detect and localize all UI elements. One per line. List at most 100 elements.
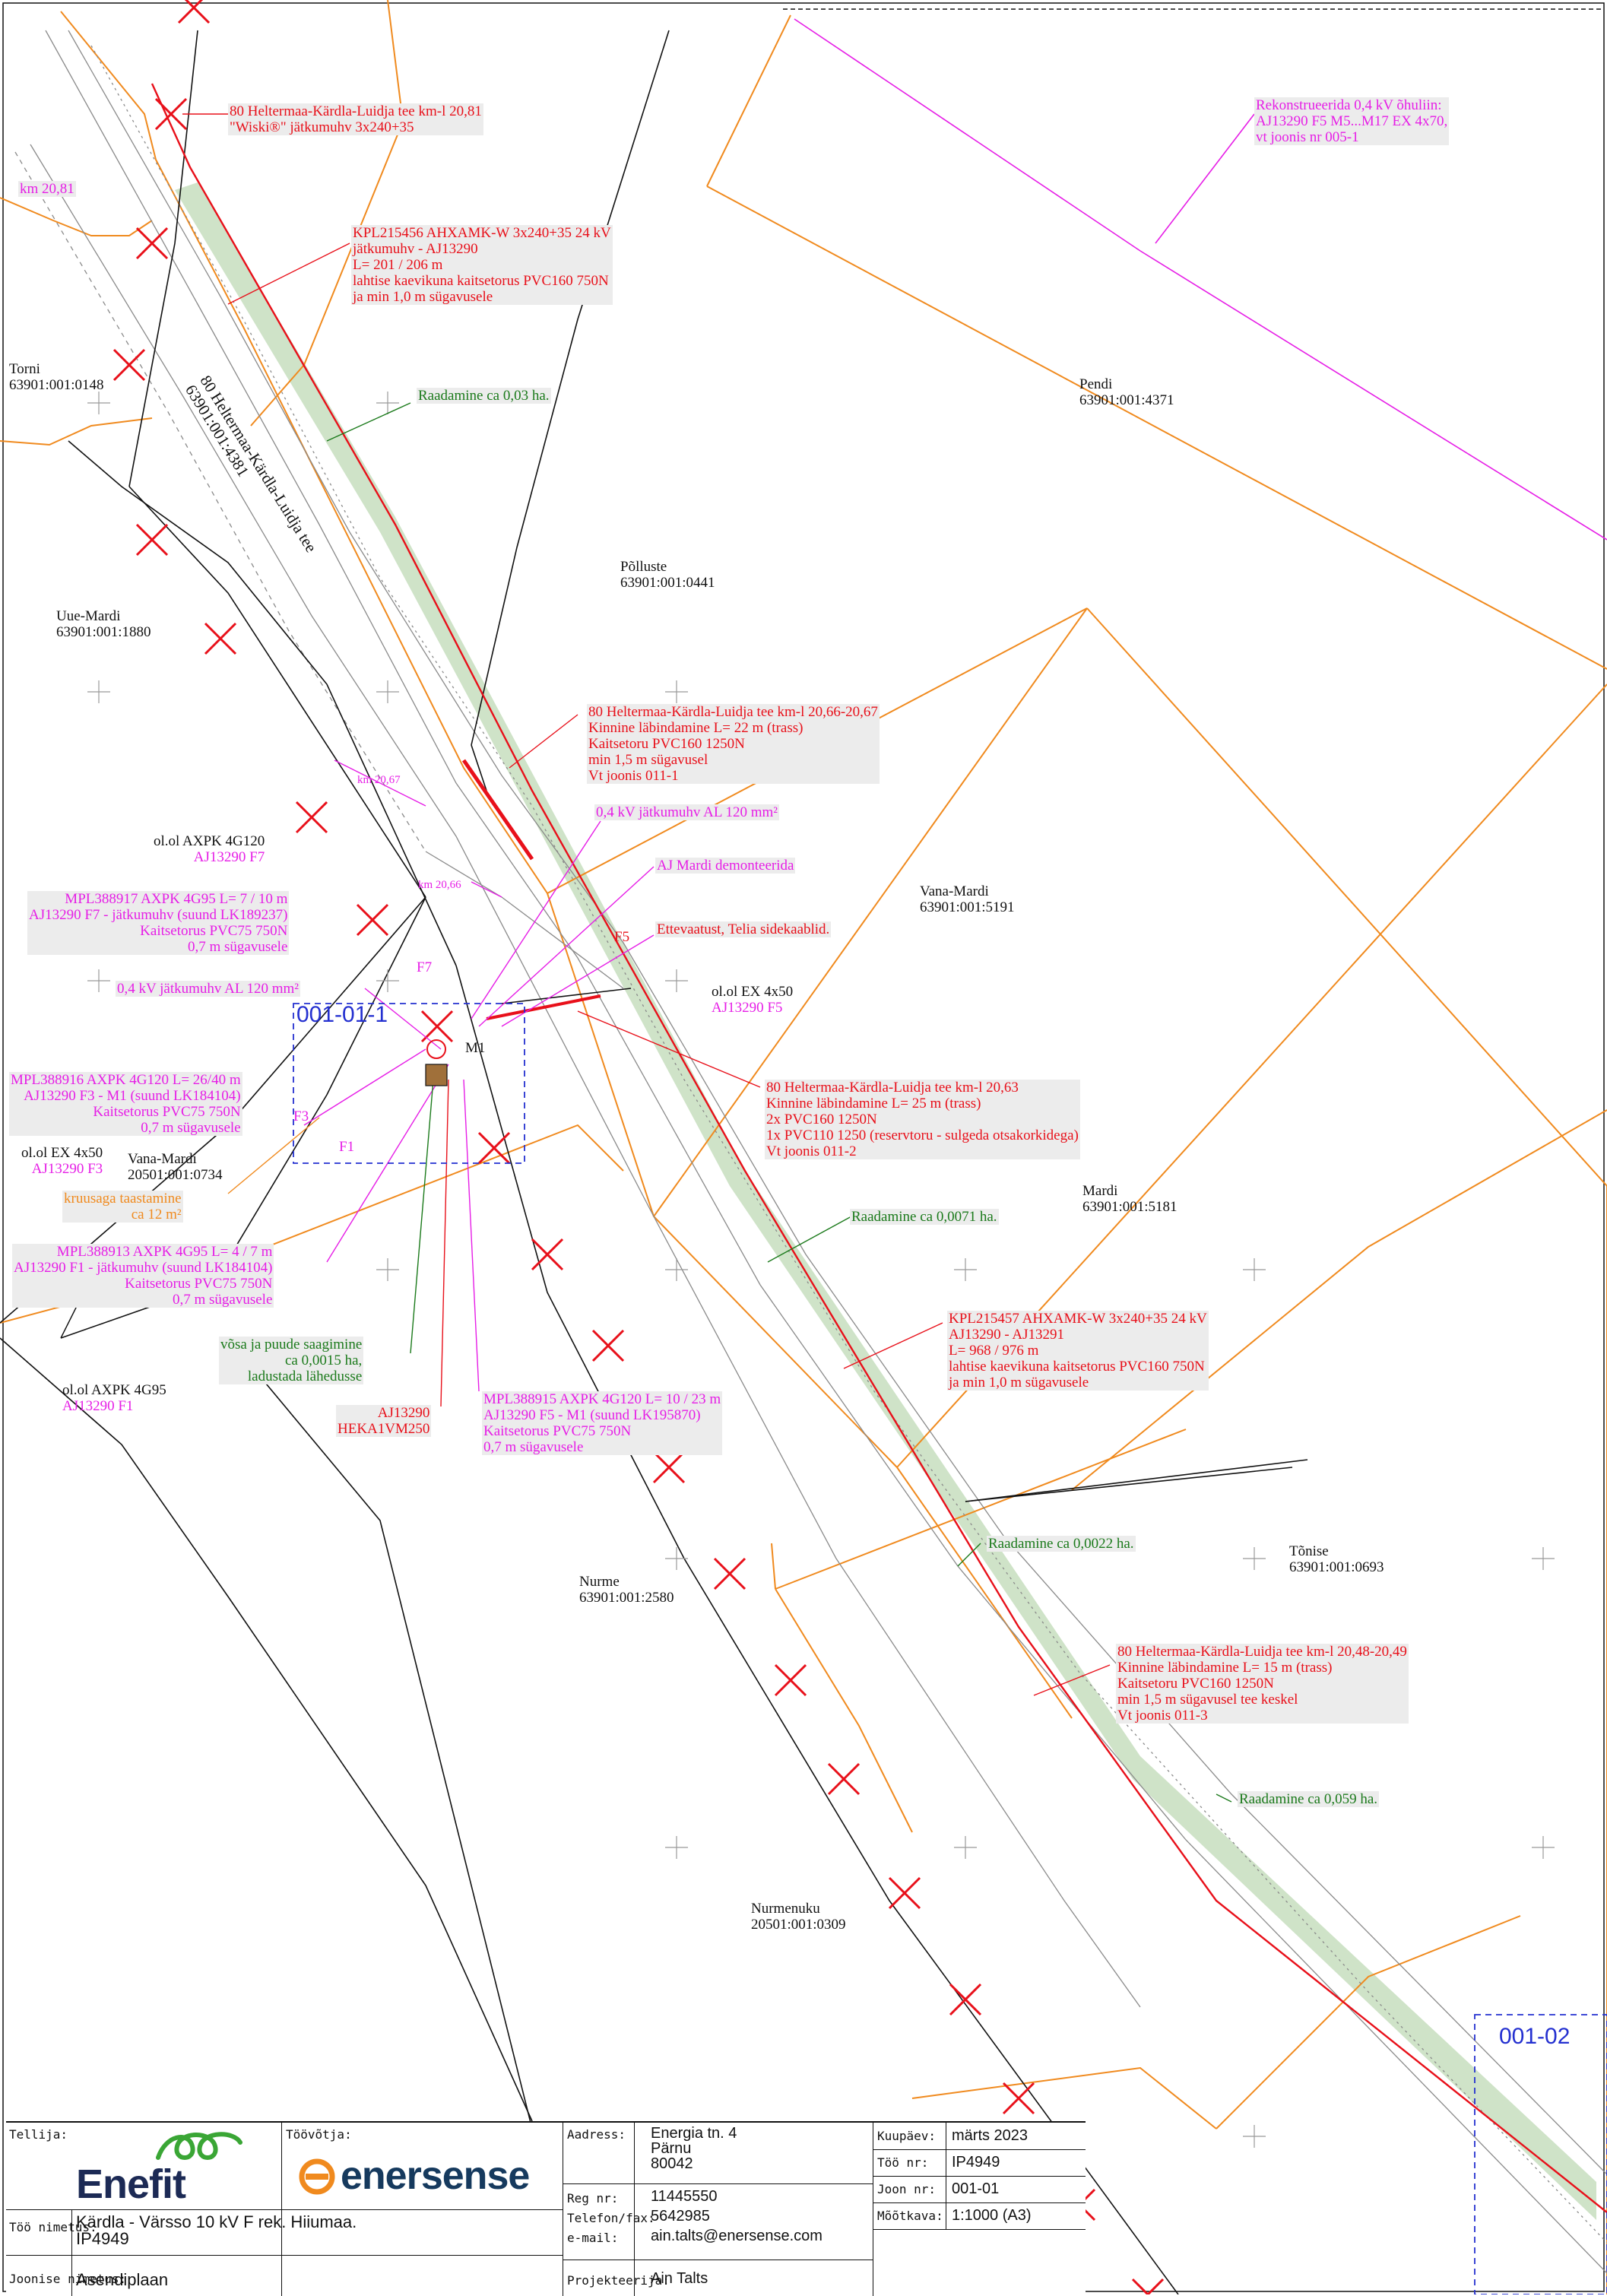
email[interactable]: ain.talts@enersense.com — [651, 2228, 823, 2244]
note-km-2066: km 20,66 — [418, 879, 461, 891]
demolition-x-mark — [356, 903, 389, 937]
demolition-x-mark — [113, 348, 146, 382]
work-name: Kärdla - Värsso 10 kV F rek. Hiiumaa.IP4… — [76, 2212, 357, 2248]
feeder-label-f1: F1 — [339, 1139, 355, 1155]
feeder-label-f5: F5 — [614, 929, 630, 945]
note-raadamine-3: Raadamine ca 0,0022 ha. — [987, 1536, 1136, 1552]
toonr-label: Töö nr: — [877, 2155, 929, 2170]
note-ettevaatust: Ettevaatust, Telia sidekaablid. — [655, 921, 832, 937]
next-sheet-frame — [1474, 2014, 1607, 2294]
leader-lines — [60, 113, 1232, 1803]
grid-cross-mark — [87, 392, 110, 414]
note-aj-mardi: AJ Mardi demonteerida — [655, 858, 796, 874]
tellija-label: Tellija: — [9, 2127, 68, 2142]
joonnr-label: Joon nr: — [877, 2182, 937, 2196]
note-raadamine-1: Raadamine ca 0,03 ha. — [417, 388, 551, 404]
note-raadamine-4: Raadamine ca 0,059 ha. — [1238, 1791, 1380, 1807]
note-raadamine-2: Raadamine ca 0,0071 ha. — [850, 1209, 999, 1225]
grid-cross-mark — [665, 680, 688, 703]
note-wiski-joint: 80 Heltermaa-Kärdla-Luidja tee km-l 20,8… — [228, 103, 483, 135]
kuupaev-label: Kuupäev: — [877, 2129, 937, 2143]
enersense-logo-icon — [299, 2158, 335, 2195]
note-labindamine-2: 80 Heltermaa-Kärdla-Luidja tee km-l 20,6… — [765, 1080, 1080, 1159]
note-labindamine-1: 80 Heltermaa-Kärdla-Luidja tee km-l 20,6… — [587, 704, 880, 784]
grid-cross-mark — [376, 1258, 399, 1281]
demolition-x-mark — [713, 1557, 746, 1590]
note-jatkumuhv-1: 0,4 kV jätkumuhv AL 120 mm² — [594, 804, 779, 820]
grid-cross-mark — [665, 1258, 688, 1281]
grid-cross-mark — [1243, 1547, 1266, 1570]
demolition-x-mark — [888, 1876, 921, 1910]
tel-label: Telefon/fax: — [567, 2211, 655, 2225]
enefit-logo-text: Enefit — [76, 2161, 186, 2207]
email-label: e-mail: — [567, 2231, 619, 2245]
grid-cross-mark — [376, 969, 399, 992]
demolition-x-mark — [531, 1238, 564, 1271]
mootkava-label: Mõõtkava: — [877, 2209, 943, 2223]
demolition-marks — [113, 0, 1165, 2294]
demolition-x-mark — [477, 1131, 511, 1165]
grid-cross-mark — [954, 1836, 977, 1859]
grid-cross-mark — [87, 969, 110, 992]
demolition-x-mark — [420, 1010, 454, 1043]
grid-cross-mark — [665, 1547, 688, 1570]
rebuild-overhead-line — [794, 18, 1607, 541]
feeder-label-f7: F7 — [417, 959, 433, 975]
demolition-x-mark — [652, 1451, 686, 1484]
grid-crosses — [87, 392, 1555, 2148]
demolition-x-mark — [1131, 2278, 1165, 2294]
demolition-x-mark — [135, 227, 169, 260]
work-number: IP4949 — [952, 2154, 1000, 2171]
mv-cable-route — [151, 83, 1607, 2213]
drawing-name: Asendiplaan — [76, 2270, 169, 2289]
regnr-label: Reg nr: — [567, 2191, 619, 2206]
toovotja-label: Töövõtja: — [286, 2127, 352, 2142]
clearing-strip — [175, 182, 1596, 2220]
title-block: Tellija: Enefit Töövõtja: enersense Töö … — [6, 2121, 1086, 2296]
aadress-label: Aadress: — [567, 2127, 626, 2142]
substation-icon — [425, 1064, 448, 1086]
note-km-2067: km 20,67 — [357, 774, 401, 786]
demolition-x-mark — [177, 0, 211, 24]
demolition-x-mark — [135, 523, 169, 557]
phone: 5642985 — [651, 2208, 710, 2225]
demolition-x-mark — [1002, 2082, 1035, 2115]
grid-cross-mark — [665, 969, 688, 992]
note-jatkumuhv-2: 0,4 kV jätkumuhv AL 120 mm² — [116, 981, 300, 997]
grid-cross-mark — [954, 1258, 977, 1281]
designer: Ain Talts — [651, 2270, 708, 2287]
demolition-x-mark — [827, 1762, 861, 1796]
feeder-label-f3: F3 — [293, 1108, 309, 1124]
detail-sheet-frame — [293, 1003, 525, 1164]
grid-cross-mark — [376, 680, 399, 703]
grid-cross-mark — [376, 392, 399, 414]
black-lines — [0, 30, 1308, 2294]
grid-cross-mark — [87, 680, 110, 703]
drawing-number: 001-01 — [952, 2180, 1000, 2197]
next-sheet-label: 001-02 — [1499, 2024, 1571, 2049]
toonimetus-label: Töö nimetus: — [9, 2220, 97, 2234]
demolition-x-mark — [154, 97, 188, 131]
grid-cross-mark — [1243, 2125, 1266, 2148]
